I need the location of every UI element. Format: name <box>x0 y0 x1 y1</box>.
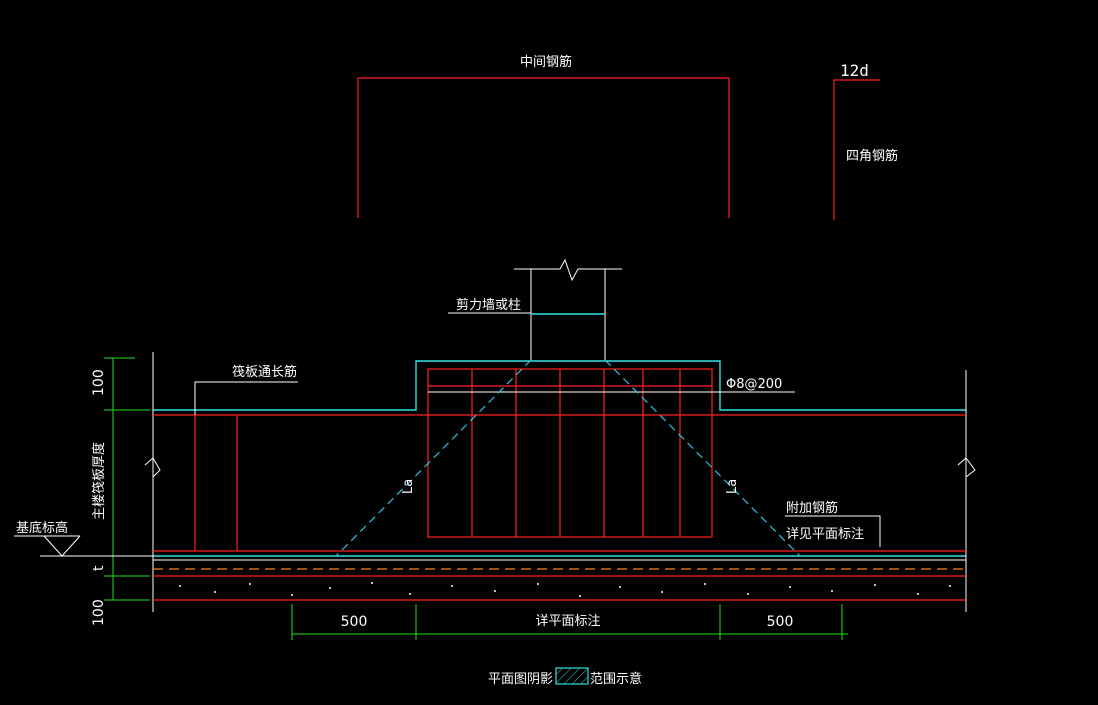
raft-reinforcement: Φ8@200 <box>153 368 966 552</box>
wall-column: 剪力墙或柱 <box>448 258 622 360</box>
see-plan-note-label: 详见平面标注 <box>786 527 864 542</box>
legend: 平面图阴影 范围示意 <box>488 667 642 687</box>
dim-top-100: 100 <box>91 369 107 396</box>
foundation-elevation-label: 基底标高 <box>16 520 68 536</box>
middle-rebar-shape <box>357 77 730 218</box>
break-line-top <box>514 258 622 282</box>
foundation-elevation-marker: 基底标高 <box>14 520 153 557</box>
raft-long-rebar-annotation: 筏板通长筋 <box>194 364 298 415</box>
break-mark-right <box>957 457 976 478</box>
added-rebar-label: 附加钢筋 <box>786 500 838 516</box>
left-dimensions: 100 主楼筏板厚度 t 100 <box>91 357 150 626</box>
legend-plan-shadow-label: 平面图阴影 <box>488 672 553 687</box>
dim-center-label: 详平面标注 <box>535 614 600 629</box>
middle-rebar-label: 中间钢筋 <box>520 54 572 70</box>
dim-bottom-100: 100 <box>91 599 107 626</box>
bottom-dimensions: 500 详平面标注 500 <box>291 604 848 640</box>
wall-column-label: 剪力墙或柱 <box>456 297 521 313</box>
raft-outline <box>144 352 976 612</box>
corner-rebar-label: 四角钢筋 <box>846 148 898 164</box>
raft-thickness-label: 主楼筏板厚度 <box>91 442 107 520</box>
raft-long-rebar-label: 筏板通长筋 <box>232 364 297 380</box>
anchor-right-label: La <box>725 479 740 494</box>
corner-rebar-shape <box>833 79 880 220</box>
legend-hatch-swatch <box>555 667 589 685</box>
added-rebar-annotation: 附加钢筋 详见平面标注 <box>785 500 881 547</box>
dim-small-t: t <box>91 565 107 571</box>
added-rebar-cage <box>427 368 713 538</box>
hook-length-label: 12d <box>840 61 869 80</box>
legend-hatch-note-label: 范围示意 <box>590 671 642 687</box>
concrete-aggregate <box>179 582 951 597</box>
break-mark-left <box>144 457 161 478</box>
corner-rebar-detail: 12d 四角钢筋 <box>833 61 898 220</box>
middle-rebar-detail: 中间钢筋 <box>357 54 730 218</box>
cushion-layers <box>153 559 966 601</box>
anchorage-lines: La La <box>335 359 801 557</box>
dim-left-500: 500 <box>341 614 368 630</box>
stirrup-spec-label: Φ8@200 <box>726 377 782 392</box>
anchor-left-label: La <box>401 479 416 494</box>
dim-right-500: 500 <box>767 614 794 630</box>
raft-top-surface <box>153 360 966 411</box>
